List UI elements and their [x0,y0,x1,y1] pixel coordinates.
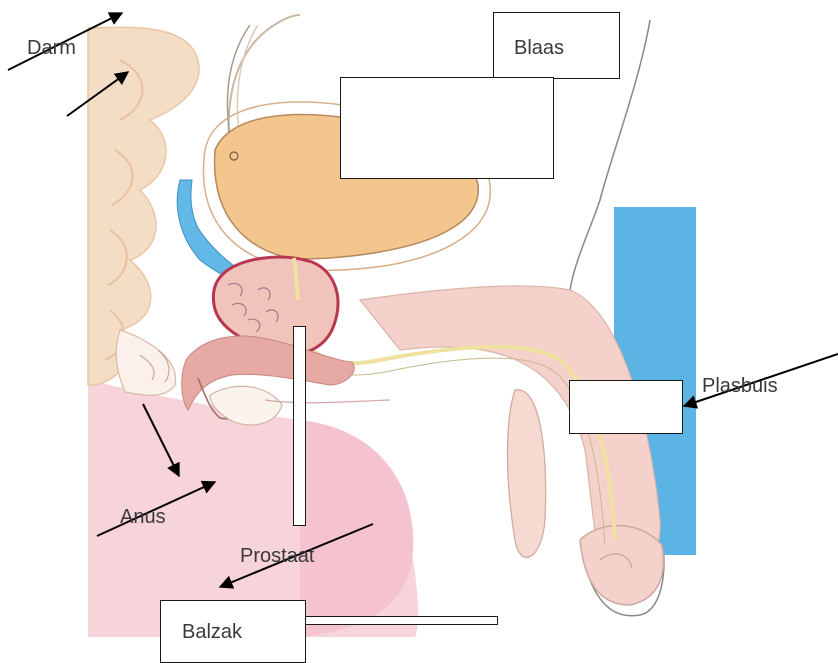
blank-answer-box-bladder[interactable] [340,77,554,179]
body-fold-line [265,400,390,403]
prostate-leader-bar [293,326,306,526]
label-blaas: Blaas [514,38,564,58]
penis-glans [580,526,663,605]
label-plasbuis: Plasbuis [702,376,778,396]
label-darm: Darm [27,38,76,58]
rectum-shape [116,330,175,395]
label-balzak: Balzak [182,622,242,642]
label-anus: Anus [120,507,166,527]
blank-answer-box-urethra[interactable] [569,380,683,434]
testis-shape [508,390,546,558]
label-prostaat: Prostaat [240,546,314,566]
balzak-leader-bar [305,616,498,625]
